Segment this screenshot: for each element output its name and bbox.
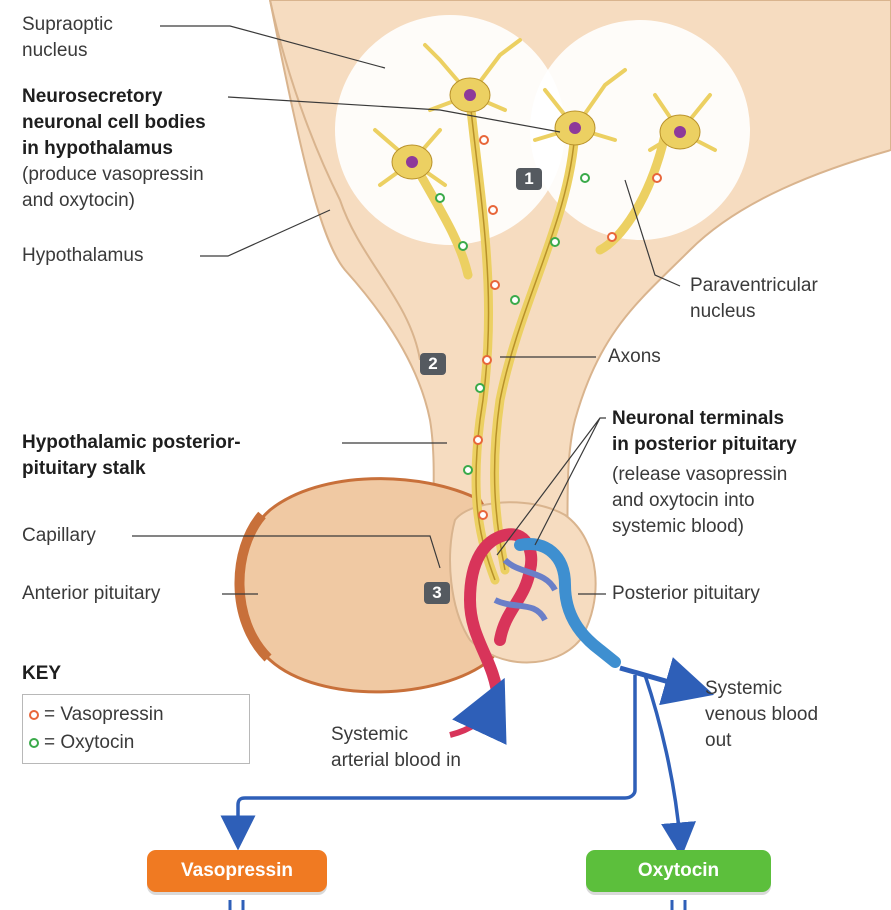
key-title: KEY <box>22 663 61 685</box>
axons-label: Axons <box>608 344 661 370</box>
capillary-label: Capillary <box>22 523 96 549</box>
arterial-line-2: arterial blood in <box>331 748 461 774</box>
oxytocin-flow-arrow <box>645 675 680 840</box>
step-badge-1: 1 <box>516 168 542 190</box>
oxytocin-marker-icon <box>29 738 39 748</box>
key-box: = Vasopressin = Oxytocin <box>22 694 250 764</box>
neurosecretory-line-1: Neurosecretory <box>22 84 206 110</box>
stalk-line-2: pituitary stalk <box>22 456 241 482</box>
hypothalamus-label: Hypothalamus <box>22 243 143 269</box>
venous-label: Systemic venous blood out <box>705 676 818 754</box>
posterior-pituitary-label: Posterior pituitary <box>612 581 760 607</box>
vasopressin-marker-icon <box>29 710 39 720</box>
supraoptic-line-1: Supraoptic <box>22 12 113 38</box>
venous-line-1: Systemic <box>705 676 818 702</box>
stalk-label: Hypothalamic posterior- pituitary stalk <box>22 430 241 482</box>
neurosecretory-note-line-2: and oxytocin) <box>22 188 204 214</box>
supraoptic-line-2: nucleus <box>22 38 113 64</box>
key-item-vasopressin: = Vasopressin <box>29 703 164 727</box>
terminals-note-line-3: systemic blood) <box>612 514 787 540</box>
supraoptic-label: Supraoptic nucleus <box>22 12 113 64</box>
step-badge-3: 3 <box>424 582 450 604</box>
oxytocin-box: Oxytocin <box>586 850 771 892</box>
venous-line-2: venous blood <box>705 702 818 728</box>
neurosecretory-line-2: neuronal cell bodies <box>22 110 206 136</box>
key-item-oxytocin-text: = Oxytocin <box>44 732 134 753</box>
terminals-note-line-2: and oxytocin into <box>612 488 787 514</box>
terminals-line-1: Neuronal terminals <box>612 406 797 432</box>
neurosecretory-label: Neurosecretory neuronal cell bodies in h… <box>22 84 206 162</box>
vasopressin-box: Vasopressin <box>147 850 327 892</box>
stalk-line-1: Hypothalamic posterior- <box>22 430 241 456</box>
arterial-line-1: Systemic <box>331 722 461 748</box>
terminals-note: (release vasopressin and oxytocin into s… <box>612 462 787 540</box>
venous-out-arrow <box>620 668 690 688</box>
terminals-line-2: in posterior pituitary <box>612 432 797 458</box>
paraventricular-label: Paraventricular nucleus <box>690 273 818 325</box>
neurosecretory-line-3: in hypothalamus <box>22 136 206 162</box>
neurosecretory-note: (produce vasopressin and oxytocin) <box>22 162 204 214</box>
terminals-label: Neuronal terminals in posterior pituitar… <box>612 406 797 458</box>
neurosecretory-note-line-1: (produce vasopressin <box>22 162 204 188</box>
arterial-label: Systemic arterial blood in <box>331 722 461 774</box>
anterior-pituitary-label: Anterior pituitary <box>22 581 160 607</box>
key-item-vasopressin-text: = Vasopressin <box>44 704 164 725</box>
paraventricular-line-2: nucleus <box>690 299 818 325</box>
paraventricular-line-1: Paraventricular <box>690 273 818 299</box>
key-item-oxytocin: = Oxytocin <box>29 731 134 755</box>
venous-line-3: out <box>705 728 818 754</box>
terminals-note-line-1: (release vasopressin <box>612 462 787 488</box>
step-badge-2: 2 <box>420 353 446 375</box>
